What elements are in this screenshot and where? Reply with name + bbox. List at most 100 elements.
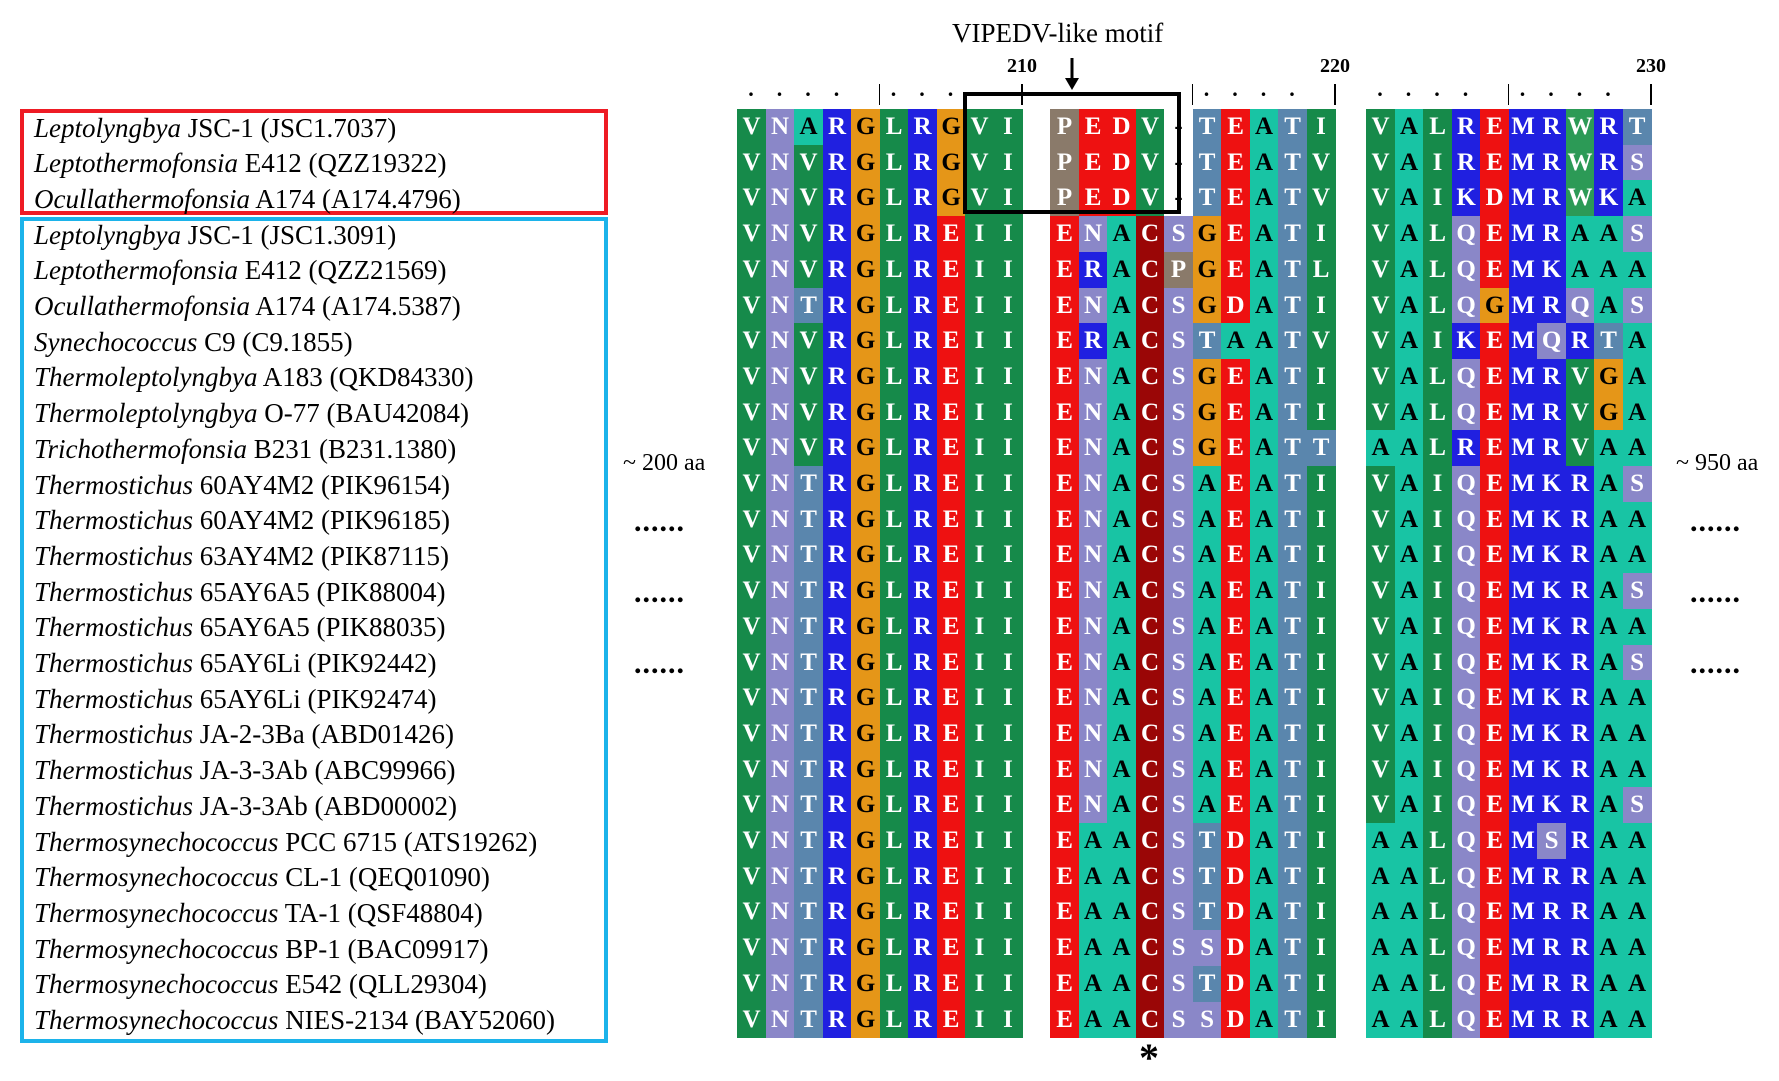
residue-cell: A <box>1622 394 1652 431</box>
residue-cell: C <box>1135 1001 1165 1038</box>
residue-cell: E <box>1078 109 1108 146</box>
residue-cell: I <box>993 287 1023 324</box>
residue-cell: E <box>936 573 966 610</box>
residue-cell: A <box>1394 394 1424 431</box>
residue-cell: T <box>1192 144 1222 181</box>
residue-cell: A <box>1249 144 1279 181</box>
residue-cell: A <box>1249 608 1279 646</box>
residue-cell: E <box>1050 823 1080 860</box>
residue-cell: A <box>1622 823 1652 860</box>
residue-cell: V <box>1306 180 1336 217</box>
residue-cell: R <box>1537 858 1567 895</box>
residue-cell: R <box>1537 965 1567 1003</box>
residue-cell: A <box>1107 430 1137 467</box>
residue-cell: C <box>1135 573 1165 610</box>
residue-cell: D <box>1221 965 1251 1003</box>
residue-cell: E <box>1050 466 1080 503</box>
residue-cell: R <box>1565 787 1595 824</box>
residue-cell: G <box>1192 394 1222 431</box>
residue-cell: A <box>1366 430 1396 467</box>
species-label: Thermostichus 60AY4M2 (PIK96154) <box>34 467 450 503</box>
residue-cell: V <box>737 180 767 217</box>
species-genus: Thermosynechococcus <box>34 826 279 857</box>
residue-cell: R <box>1537 1001 1567 1038</box>
residue-cell: I <box>965 430 995 467</box>
residue-cell: A <box>1078 894 1108 931</box>
residue-cell: A <box>1249 751 1279 788</box>
residue-cell: G <box>851 323 881 360</box>
residue-cell: R <box>1565 501 1595 538</box>
residue-cell: L <box>879 501 909 538</box>
residue-cell: I <box>993 323 1023 360</box>
residue-cell: I <box>993 216 1023 253</box>
residue-cell: I <box>1306 537 1336 574</box>
residue-cell: P <box>1050 144 1080 181</box>
residue-cell: M <box>1508 394 1538 431</box>
residue-cell: V <box>1366 466 1396 503</box>
residue-cell: A <box>1394 287 1424 324</box>
residue-cell: C <box>1135 251 1165 289</box>
residue-cell: R <box>1078 323 1108 360</box>
species-strain: JSC-1 (JSC1.7037) <box>180 112 397 143</box>
residue-cell: M <box>1508 109 1538 146</box>
residue-cell: N <box>765 644 795 681</box>
residue-cell: R <box>1565 537 1595 574</box>
residue-cell: M <box>1508 537 1538 574</box>
residue-cell: E <box>1480 573 1510 610</box>
residue-cell: G <box>936 109 966 146</box>
residue-cell: C <box>1135 644 1165 681</box>
residue-cell: A <box>1394 216 1424 253</box>
residue-cell: R <box>908 1001 938 1038</box>
residue-cell: V <box>1366 680 1396 717</box>
residue-cell: K <box>1537 787 1567 824</box>
residue-cell: E <box>1221 180 1251 217</box>
residue-cell: V <box>794 394 824 431</box>
residue-cell: K <box>1537 608 1567 646</box>
residue-cell: L <box>1423 251 1453 289</box>
residue-cell: T <box>1594 323 1624 360</box>
species-label: Thermostichus JA-3-3Ab (ABC99966) <box>34 752 456 788</box>
residue-cell: A <box>1366 894 1396 931</box>
residue-cell: V <box>737 858 767 895</box>
ellipsis-right-3: ...... <box>1690 647 1741 680</box>
residue-cell: R <box>1537 430 1567 467</box>
residue-cell: V <box>1366 251 1396 289</box>
residue-cell: V <box>1366 501 1396 538</box>
residue-cell: A <box>1249 823 1279 860</box>
residue-cell: S <box>1164 537 1194 574</box>
residue-cell: E <box>936 751 966 788</box>
residue-cell: M <box>1508 787 1538 824</box>
residue-cell: D <box>1221 287 1251 324</box>
residue-cell: A <box>1622 930 1652 967</box>
residue-cell: E <box>1050 358 1080 396</box>
residue-cell: A <box>1594 466 1624 503</box>
residue-cell: R <box>1565 823 1595 860</box>
residue-cell: Q <box>1451 287 1481 324</box>
residue-cell: R <box>822 858 852 895</box>
ruler-dot: . <box>1289 76 1295 101</box>
residue-cell: V <box>794 144 824 181</box>
ruler-dot: . <box>1462 76 1469 101</box>
residue-cell: A <box>1366 965 1396 1003</box>
residue-cell: Q <box>1565 287 1595 324</box>
residue-cell: V <box>1366 537 1396 574</box>
residue-cell: N <box>765 109 795 146</box>
residue-cell: T <box>1278 430 1308 467</box>
residue-cell: G <box>851 430 881 467</box>
residue-cell: T <box>794 715 824 753</box>
residue-cell: R <box>908 537 938 574</box>
residue-cell: S <box>1164 751 1194 788</box>
residue-cell: N <box>765 180 795 217</box>
residue-cell: M <box>1508 965 1538 1003</box>
residue-cell: R <box>908 180 938 217</box>
residue-cell: N <box>1078 394 1108 431</box>
residue-cell: E <box>1221 394 1251 431</box>
residue-cell: R <box>822 537 852 574</box>
residue-cell: I <box>965 965 995 1003</box>
residue-cell: V <box>737 894 767 931</box>
residue-cell: A <box>1394 823 1424 860</box>
residue-cell: A <box>1107 1001 1137 1038</box>
residue-cell: I <box>993 787 1023 824</box>
ruler-dot: . <box>1377 76 1383 101</box>
residue-cell: A <box>1107 894 1137 931</box>
